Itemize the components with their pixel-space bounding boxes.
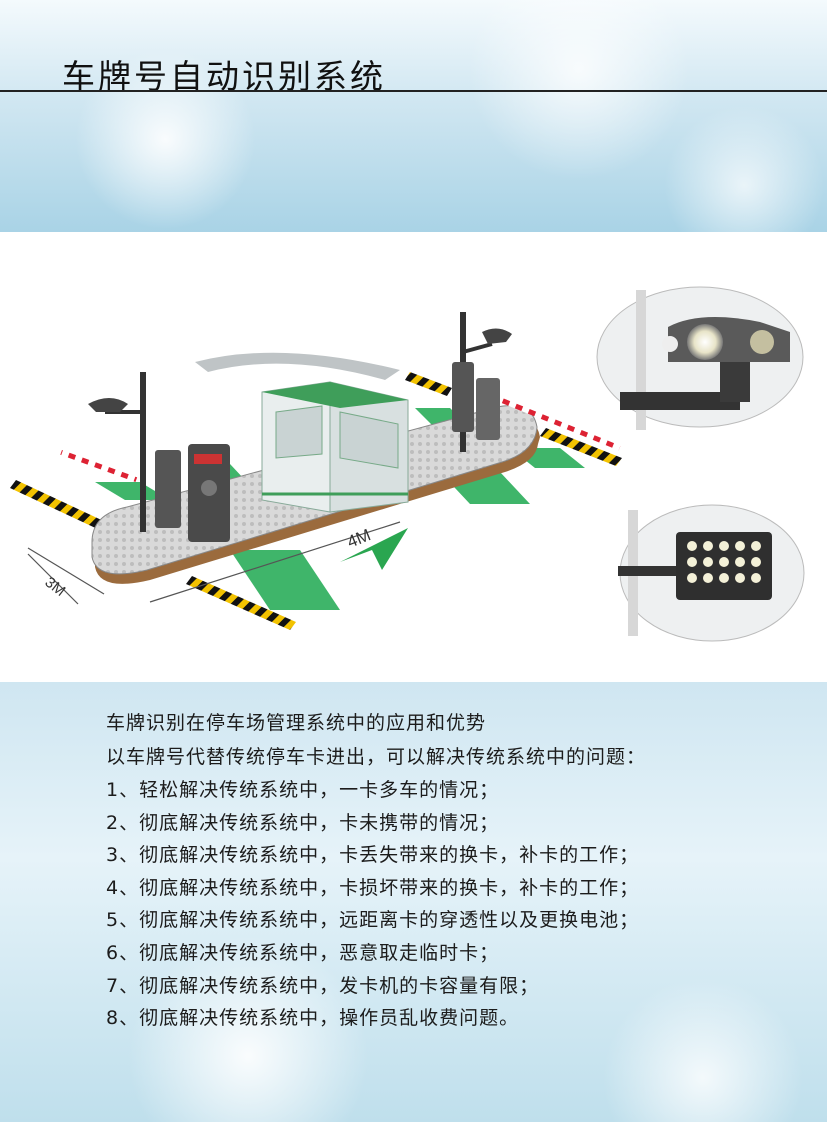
direction-arrow	[340, 528, 408, 570]
list-item: 3、彻底解决传统系统中，卡丢失带来的换卡，补卡的工作；	[106, 844, 640, 867]
dimension-markers	[27, 521, 401, 605]
entry-barrier	[60, 372, 230, 542]
list-item: 4、彻底解决传统系统中，卡损坏带来的换卡，补卡的工作；	[106, 876, 640, 899]
list-item: 2、彻底解决传统系统中，卡未携带的情况；	[106, 811, 500, 834]
section-heading: 车牌识别在停车场管理系统中的应用和优势	[106, 712, 487, 734]
footer-background	[0, 682, 827, 1122]
parking-system-illustration: 3M 4M	[10, 286, 805, 642]
advantages-section: 车牌识别在停车场管理系统中的应用和优势 以车牌号代替传统停车卡进出，可以解决传统…	[106, 706, 796, 1035]
light-inset	[618, 504, 805, 642]
list-item: 7、彻底解决传统系统中，发卡机的卡容量有限；	[106, 974, 540, 997]
list-item: 8、彻底解决传统系统中，操作员乱收费问题。	[106, 1007, 520, 1030]
list-item: 5、彻底解决传统系统中，远距离卡的穿透性以及更换电池；	[106, 909, 640, 932]
toll-booth	[195, 352, 409, 513]
list-item: 6、彻底解决传统系统中，恶意取走临时卡；	[106, 941, 500, 964]
section-intro: 以车牌号代替传统停车卡进出，可以解决传统系统中的问题：	[106, 746, 647, 768]
width-dimension-label: 3M	[42, 574, 69, 600]
exit-barrier	[452, 312, 621, 452]
page-title: 车牌号自动识别系统	[62, 57, 386, 96]
title-underline	[0, 90, 827, 92]
hazard-stripes	[10, 372, 622, 630]
header-background	[0, 0, 827, 232]
camera-inset	[596, 286, 804, 430]
list-item: 1、轻松解决传统系统中，一卡多车的情况；	[106, 779, 500, 801]
